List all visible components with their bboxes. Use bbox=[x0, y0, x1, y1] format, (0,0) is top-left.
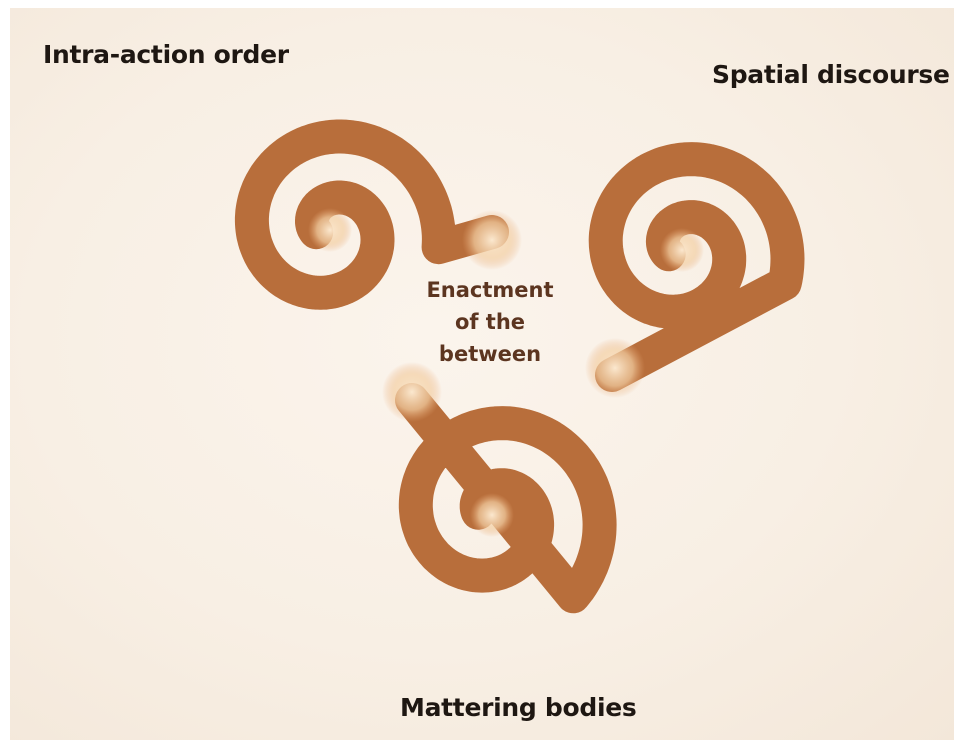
label-spatial-discourse: Spatial discourse bbox=[712, 60, 950, 89]
junction-glow bbox=[462, 210, 522, 270]
spiral-arm-spatial-discourse bbox=[606, 159, 788, 375]
center-label: Enactment of the between bbox=[410, 274, 570, 370]
spiral-center-glow bbox=[660, 228, 704, 272]
spiral-arm-intra-action bbox=[252, 137, 492, 293]
junction-glow bbox=[585, 338, 645, 398]
center-label-line: Enactment bbox=[410, 274, 570, 306]
junction-glow bbox=[382, 362, 442, 422]
center-label-line: between bbox=[410, 338, 570, 370]
label-intra-action-order: Intra-action order bbox=[43, 40, 289, 69]
spiral-center-glow bbox=[470, 493, 514, 537]
spiral-center-glow bbox=[308, 208, 352, 252]
label-mattering-bodies: Mattering bodies bbox=[400, 693, 636, 722]
center-label-line: of the bbox=[410, 306, 570, 338]
